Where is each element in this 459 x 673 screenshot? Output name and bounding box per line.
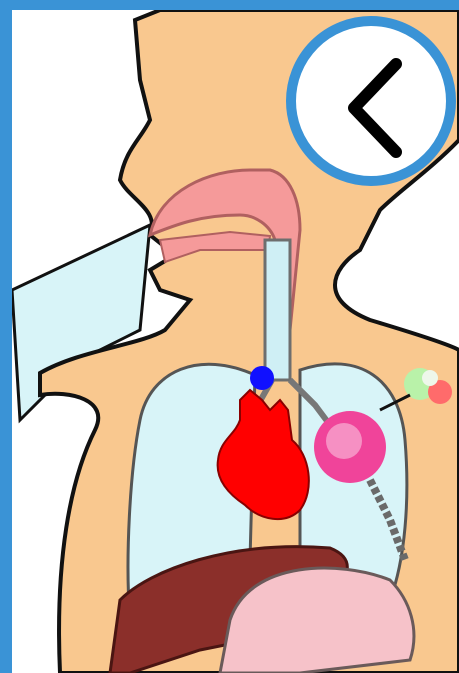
airflow-marker-pink-highlight (326, 423, 362, 459)
airflow-marker-blue (250, 366, 274, 390)
illustration-canvas (12, 10, 459, 673)
alveoli-light (422, 370, 438, 386)
trachea (265, 240, 290, 380)
back-button[interactable] (286, 16, 456, 186)
chevron-left-icon (296, 26, 459, 196)
